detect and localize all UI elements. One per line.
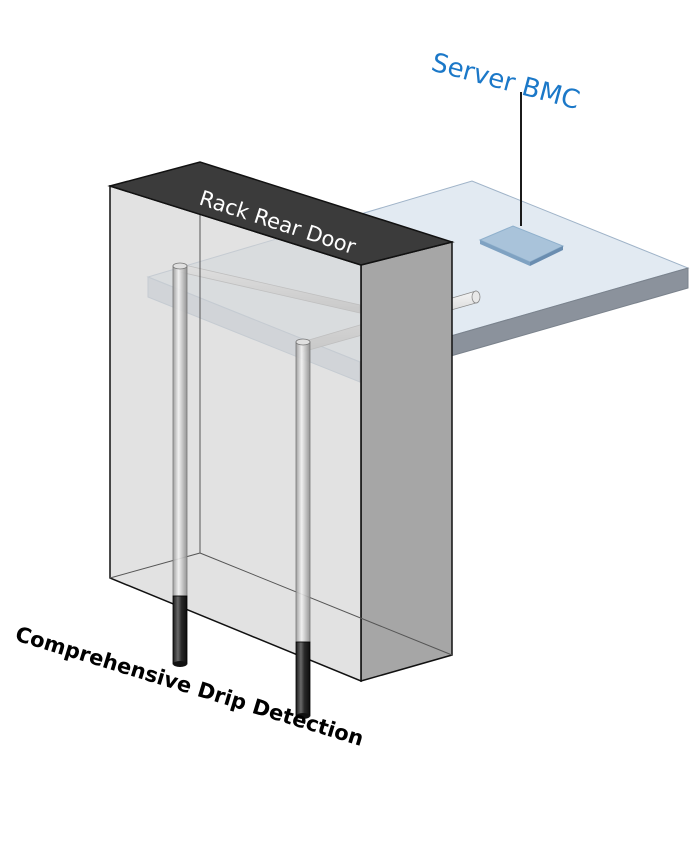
- rack-side-face: [360, 241, 453, 682]
- rack-front-face: [109, 184, 362, 683]
- rack-top-face: [107, 161, 455, 266]
- vertical-pipes: [172, 262, 311, 643]
- server-bmc-label: Server BMC: [428, 48, 583, 116]
- bmc-chip-icon: [478, 225, 565, 266]
- drip-sensor-icon: [172, 595, 311, 719]
